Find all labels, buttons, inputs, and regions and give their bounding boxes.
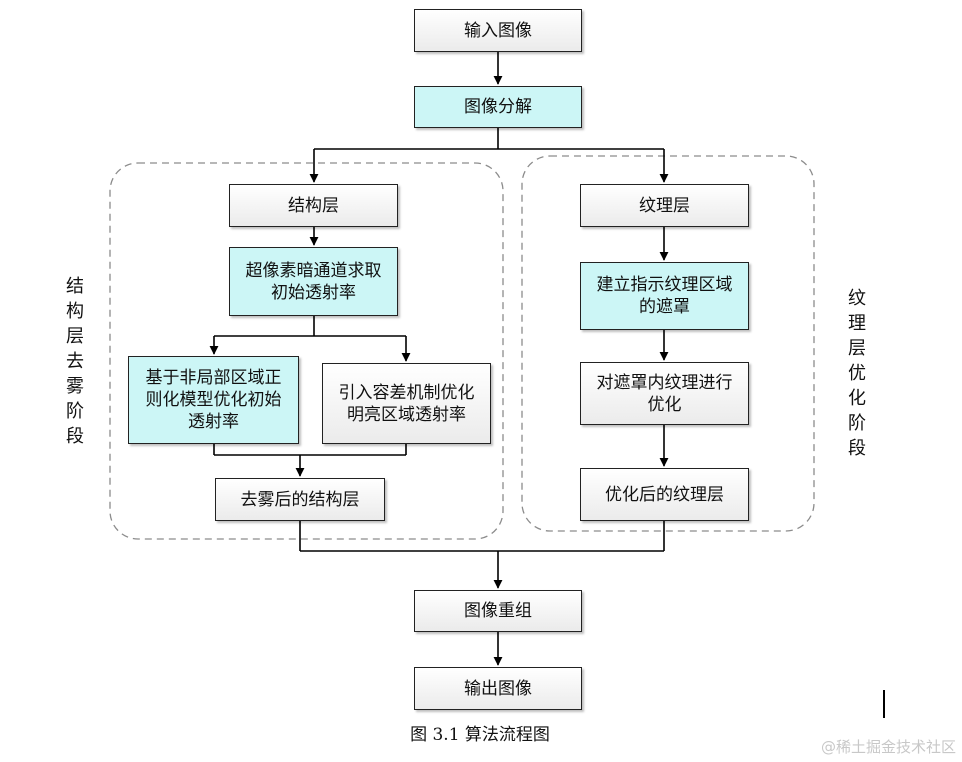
texture-layer-node: 纹理层 [580, 184, 749, 227]
optimized-texture-node: 优化后的纹理层 [580, 468, 749, 521]
tolerance-mechanism-node: 引入容差机制优化 明亮区域透射率 [322, 363, 491, 444]
dehazed-structure-node: 去雾后的结构层 [215, 478, 385, 521]
dehaze-stage-container [109, 162, 504, 540]
input-image-node: 输入图像 [414, 9, 582, 52]
dark-channel-node: 超像素暗通道求取 初始透射率 [229, 247, 398, 316]
figure-caption: 图 3.1 算法流程图 [410, 725, 550, 745]
reconstruct-node: 图像重组 [414, 590, 582, 632]
texture-stage-label: 纹 理 层 优 化 阶 段 [848, 288, 866, 459]
mask-optimize-node: 对遮罩内纹理进行 优化 [580, 362, 749, 425]
texture-stage-container [521, 155, 815, 532]
texture-mask-node: 建立指示纹理区域 的遮罩 [580, 262, 749, 330]
text-cursor [883, 690, 885, 718]
decompose-node: 图像分解 [414, 86, 582, 128]
watermark: @稀土掘金技术社区 [820, 738, 956, 756]
nonlocal-optimization-node: 基于非局部区域正 则化模型优化初始 透射率 [128, 356, 299, 444]
output-image-node: 输出图像 [414, 667, 582, 710]
dehaze-stage-label: 结 构 层 去 雾 阶 段 [66, 276, 84, 447]
structure-layer-node: 结构层 [229, 184, 398, 227]
